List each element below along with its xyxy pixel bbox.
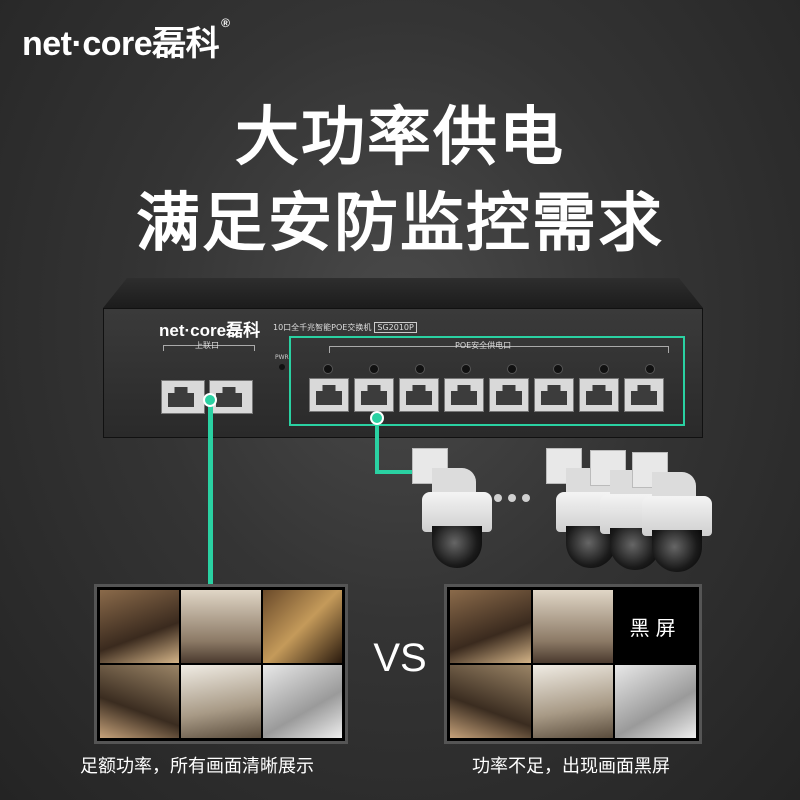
port-led-icon	[415, 364, 425, 374]
uplink-cable-line	[208, 400, 213, 588]
switch-top-panel	[103, 278, 703, 308]
poe-connection-dot	[370, 411, 384, 425]
headline-line2: 满足安防监控需求	[136, 187, 664, 261]
poe-bracket	[329, 346, 669, 353]
port-led-icon	[369, 364, 379, 374]
camera-feed-image	[262, 665, 342, 738]
pwr-label: PWR	[275, 354, 289, 361]
monitor-full-power	[94, 584, 348, 744]
camera-feed-image	[450, 590, 531, 663]
switch-model-text: 10口全千兆智能POE交换机	[273, 323, 372, 332]
camera-feed-image	[100, 665, 180, 738]
pwr-led-icon	[279, 364, 285, 370]
camera-feed-image	[262, 590, 342, 663]
black-screen-label: 黑屏	[629, 616, 682, 640]
camera-feed-image	[532, 665, 614, 738]
vs-label: VS	[373, 636, 427, 680]
switch-model-code: SG2010P	[374, 322, 417, 333]
camera-feed-image	[532, 590, 614, 663]
ellipsis-icon	[494, 494, 530, 502]
poe-led-row	[323, 364, 655, 374]
poe-highlight-box	[289, 336, 685, 426]
uplink-label: 上联口	[195, 341, 219, 350]
camera-feed-image	[181, 590, 261, 663]
uplink-connection-dot	[203, 393, 217, 407]
ethernet-port-icon	[309, 378, 349, 412]
camera-feed-image	[100, 590, 180, 663]
poe-label: POE安全供电口	[455, 341, 512, 350]
port-led-icon	[553, 364, 563, 374]
ethernet-port-icon	[534, 378, 574, 412]
port-led-icon	[461, 364, 471, 374]
poe-cable-line	[375, 470, 415, 474]
headline-line1: 大功率供电	[235, 101, 565, 175]
dome-camera-icon	[622, 452, 712, 572]
caption-low-power: 功率不足，出现画面黑屏	[472, 756, 670, 777]
poe-cable-line	[375, 418, 379, 474]
dome-camera-icon	[402, 448, 492, 568]
ethernet-port-icon	[444, 378, 484, 412]
ethernet-port-icon	[579, 378, 619, 412]
switch-brand: net·core磊科	[159, 321, 261, 340]
poe-ports	[309, 378, 664, 412]
ethernet-port-icon	[354, 378, 394, 412]
registered-mark: ®	[221, 16, 230, 30]
port-led-icon	[599, 364, 609, 374]
ethernet-port-icon	[624, 378, 664, 412]
uplink-bracket	[163, 345, 255, 351]
brand-logo: net·core磊科®	[22, 16, 230, 65]
port-led-icon	[507, 364, 517, 374]
port-led-icon	[323, 364, 333, 374]
camera-feed-image	[181, 665, 261, 738]
black-screen-cell: 黑屏	[615, 590, 696, 663]
ethernet-port-icon	[161, 380, 205, 414]
caption-full-power: 足额功率，所有画面清晰展示	[80, 756, 314, 777]
brand-logo-text: net·core磊科	[22, 25, 220, 63]
ethernet-port-icon	[399, 378, 439, 412]
camera-feed-image	[615, 665, 696, 738]
monitor-low-power: 黑屏	[444, 584, 702, 744]
camera-feed-image	[450, 665, 531, 738]
ethernet-port-icon	[489, 378, 529, 412]
port-led-icon	[645, 364, 655, 374]
